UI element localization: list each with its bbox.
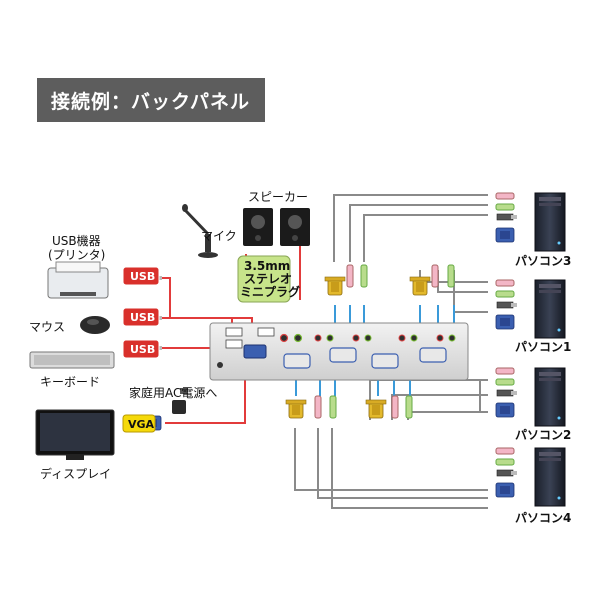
usb-badge-text: USB [130,343,155,356]
pc3-group [495,192,566,252]
cpu-vga-port [283,353,311,369]
cpu-audio-jacks [314,334,456,342]
keyboard-device [29,351,115,369]
vga-badge-text: VGA [128,418,155,431]
pc2-group [495,367,566,427]
usb-badge [122,339,160,359]
pc-tower-icon [534,367,566,427]
cpu-vga-port [329,347,357,363]
speakers-device [243,208,310,246]
stereo-label-line3: ミニプラグ [240,284,300,299]
pc-tower-icon [534,447,566,507]
speaker-label: スピーカー [248,190,308,204]
display-device [35,409,115,460]
usb-badge-text: USB [130,270,155,283]
pc2-label: パソコン2 [515,428,571,442]
usb-device-label: USB機器 [52,233,101,248]
stereo-label-line1: 3.5mm [244,259,290,273]
usb-badge-text: USB [130,311,155,324]
pc-tower-icon [534,192,566,252]
usb-port [257,327,275,337]
page-title: 接続例：バックパネル [37,78,265,122]
usb-port [225,327,243,337]
printer-device [47,261,109,299]
usb-port [225,339,243,349]
display-label: ディスプレイ [40,466,111,481]
speaker-jack [293,333,303,343]
upper-cpu-cables [324,264,455,296]
mouse-device [80,316,110,334]
console-vga-port [243,344,267,359]
power-jack [217,362,223,368]
pc4-group [495,447,566,507]
vga-badge [122,414,156,433]
usb-badge [122,266,160,286]
printer-label: (プリンタ) [48,248,105,262]
pc1-group [495,279,566,339]
kvm-switch-back-panel [209,322,469,381]
usb-badge [122,307,160,327]
pc-tower-icon [534,279,566,339]
ac-adapter [172,388,188,414]
pc1-label: パソコン1 [515,340,571,354]
mic-jack [279,333,289,343]
microphone-device [182,204,218,258]
mic-label: マイク [201,229,237,243]
cpu-vga-port [419,347,447,363]
ac-power-label: 家庭用AC電源へ [129,385,217,400]
keyboard-label: キーボード [40,375,100,389]
lower-cpu-cables [285,395,413,419]
pc3-label: パソコン3 [515,254,571,268]
stereo-label-line2: ステレオ [244,272,292,286]
pc4-label: パソコン4 [515,511,571,525]
cpu-vga-port [371,353,399,369]
stereo-plug-tag [237,255,291,303]
mouse-label: マウス [29,320,65,334]
